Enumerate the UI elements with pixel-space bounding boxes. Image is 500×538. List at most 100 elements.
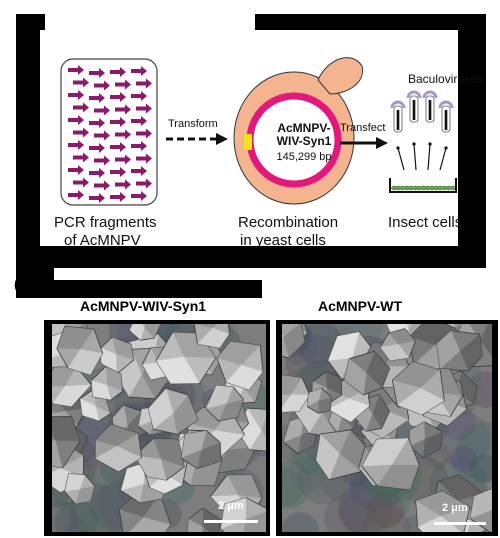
- budding-arrow: [413, 143, 417, 171]
- fragment-arrow: [94, 105, 110, 116]
- plasmid-label-line1: AcMNPV-: [277, 121, 331, 135]
- fragment-arrow: [136, 128, 152, 139]
- fragment-arrow: [115, 129, 131, 140]
- polyhedron-crystal: [391, 361, 445, 416]
- polyhedron-crystal: [100, 336, 135, 375]
- polyhedron-crystal: [56, 325, 104, 376]
- polyhedron-crystal: [52, 366, 92, 408]
- sem-title-syn1: AcMNPV-WIV-Syn1: [80, 298, 207, 314]
- polyhedron-crystal: [379, 328, 416, 362]
- fragment-arrow: [115, 79, 131, 90]
- fragment-arrow: [110, 92, 126, 102]
- budding-arrow: [439, 147, 447, 171]
- fragment-arrow: [131, 141, 147, 151]
- fragment-arrow: [136, 103, 152, 114]
- sem-title-wt: AcMNPV-WT: [318, 298, 402, 314]
- budding-arrow: [397, 147, 405, 171]
- fragment-arrow: [73, 127, 89, 138]
- fragment-arrow: [115, 179, 131, 190]
- fragment-arrow: [73, 102, 89, 113]
- panel-b-tab: [16, 268, 262, 298]
- fragment-arrow: [110, 167, 126, 177]
- fragment-arrow: [68, 165, 84, 175]
- fragment-arrow: [94, 130, 110, 141]
- fragment-arrow: [94, 180, 110, 191]
- plasmid-size: 145,299 bp: [276, 151, 332, 163]
- fragments-label-line1: PCR fragments: [54, 214, 157, 231]
- transform-label: Transform: [168, 118, 218, 130]
- fragment-arrow: [115, 104, 131, 115]
- sem-image-wt: 2 μm: [282, 324, 492, 532]
- fragment-arrow: [110, 142, 126, 152]
- polyhedron-crystal: [91, 365, 123, 401]
- polyhedron-crystal: [282, 324, 306, 359]
- virus-core: [396, 110, 400, 130]
- fragment-arrow: [89, 193, 105, 203]
- pcr-fragments-box: [60, 58, 158, 206]
- fragment-arrows: [68, 65, 152, 203]
- scale-label-left: 2 μm: [218, 500, 244, 512]
- polyhedron-crystal: [193, 324, 230, 349]
- plasmid-marker: [244, 134, 252, 150]
- fragment-arrow: [89, 143, 105, 153]
- fragment-arrow: [89, 93, 105, 103]
- insect-culture: [389, 90, 457, 193]
- polyhedron-crystal: [343, 350, 391, 396]
- sem-image-syn1: 2 μm: [52, 324, 266, 532]
- budding-arrows: [396, 142, 448, 171]
- sem-crystals-left: [52, 324, 266, 532]
- fragment-arrow: [110, 67, 126, 77]
- panel-b-tab-inner: [54, 268, 262, 280]
- yeast-label-line2: in yeast cells: [240, 232, 326, 249]
- polyhedron-crystal: [282, 374, 311, 413]
- plasmid-label-line2: WIV-Syn1: [276, 134, 332, 148]
- polyhedron-crystal: [128, 324, 162, 341]
- fragment-arrow: [110, 117, 126, 127]
- yeast-cell: [233, 57, 364, 205]
- panel-b-label: (B): [14, 276, 35, 293]
- fragment-arrow: [89, 168, 105, 178]
- panel-a-label: (A): [18, 12, 39, 29]
- polyhedron-crystal: [216, 340, 264, 391]
- polyhedron-crystal: [155, 331, 217, 385]
- polyhedron-crystal: [315, 429, 368, 481]
- insect-cell: [450, 185, 456, 191]
- polyhedron-crystal: [205, 384, 244, 422]
- baculoviruses-label: Baculoviruses: [408, 72, 483, 86]
- fragment-arrow: [136, 153, 152, 164]
- polyhedron-crystal: [361, 437, 420, 491]
- virus-core: [428, 100, 432, 120]
- virus-envelope: [390, 100, 406, 109]
- fragments-label-line2: of AcMNPV: [64, 232, 141, 249]
- fragment-arrow: [136, 78, 152, 89]
- fragment-arrow: [89, 68, 105, 78]
- fragment-arrow: [131, 116, 147, 126]
- polyhedron-crystal: [94, 423, 143, 473]
- fragment-arrow: [68, 90, 84, 100]
- polyhedron-crystal: [180, 430, 222, 470]
- fragment-arrow: [115, 154, 131, 165]
- fragment-arrow: [136, 178, 152, 189]
- fragment-arrow: [73, 177, 89, 188]
- fragment-arrow: [94, 155, 110, 166]
- fragment-arrow: [131, 66, 147, 76]
- virus-core: [444, 110, 448, 130]
- panel-a-tab: [45, 14, 255, 34]
- fragment-arrow: [68, 140, 84, 150]
- fragment-arrow: [94, 80, 110, 91]
- panel-a-content: PCR fragments of AcMNPV Transform AcMNPV…: [40, 30, 483, 249]
- transfect-arrow: [340, 137, 388, 149]
- fragment-arrow: [110, 192, 126, 202]
- scale-bar-right: [434, 522, 486, 525]
- fragment-arrow: [89, 118, 105, 128]
- polyhedron-crystal: [436, 330, 483, 372]
- insect-cell-layer: [391, 185, 456, 191]
- budding-arrow: [427, 143, 431, 171]
- polyhedron-crystal: [147, 387, 199, 435]
- virus-envelope: [422, 90, 438, 99]
- fragment-arrow: [68, 115, 84, 125]
- scale-bar-left: [204, 520, 258, 523]
- fragment-arrow: [131, 191, 147, 201]
- virus-core: [412, 100, 416, 120]
- insect-label: Insect cells: [388, 214, 463, 231]
